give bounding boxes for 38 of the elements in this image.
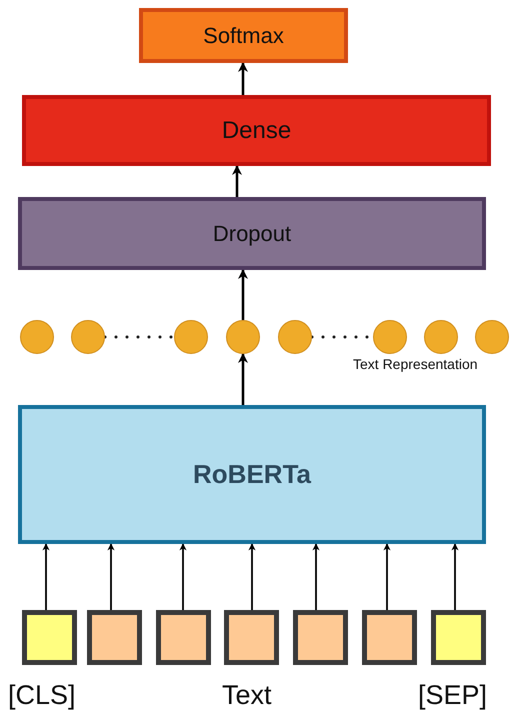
- token-vector-circle: [475, 320, 509, 354]
- text-label: Text: [222, 680, 272, 711]
- token-vector-circle: [278, 320, 312, 354]
- layer-label: Softmax: [203, 22, 284, 48]
- text-label: Text Representation: [353, 356, 478, 372]
- layer-label: Dropout: [212, 220, 292, 246]
- token-box: [224, 610, 279, 665]
- token-vector-circle: [226, 320, 260, 354]
- arrow: [451, 543, 459, 610]
- arrow: [232, 165, 242, 197]
- token-vector-circle: [20, 320, 54, 354]
- layer-label: RoBERTa: [193, 459, 311, 490]
- arrow: [107, 543, 115, 610]
- token-box: [362, 610, 417, 665]
- arrow: [179, 543, 187, 610]
- arrow: [238, 62, 248, 95]
- arrow: [248, 543, 256, 610]
- layer-box: [22, 95, 491, 166]
- text-label: [CLS]: [8, 680, 76, 711]
- token-vector-circle: [71, 320, 105, 354]
- token-box: [431, 610, 486, 665]
- arrow: [238, 269, 248, 320]
- arrow: [312, 543, 320, 610]
- layer-label: Dense: [222, 116, 292, 144]
- arrow: [42, 543, 50, 610]
- token-box: [293, 610, 348, 665]
- token-vector-circle: [373, 320, 407, 354]
- layer-box: [18, 197, 486, 270]
- arrow: [238, 353, 248, 405]
- token-box: [156, 610, 211, 665]
- token-box: [87, 610, 142, 665]
- token-box: [22, 610, 77, 665]
- layer-box: [139, 8, 348, 63]
- arrow: [383, 543, 391, 610]
- text-label: [SEP]: [418, 680, 488, 711]
- layer-box: [18, 405, 486, 544]
- token-vector-circle: [174, 320, 208, 354]
- token-vector-circle: [424, 320, 458, 354]
